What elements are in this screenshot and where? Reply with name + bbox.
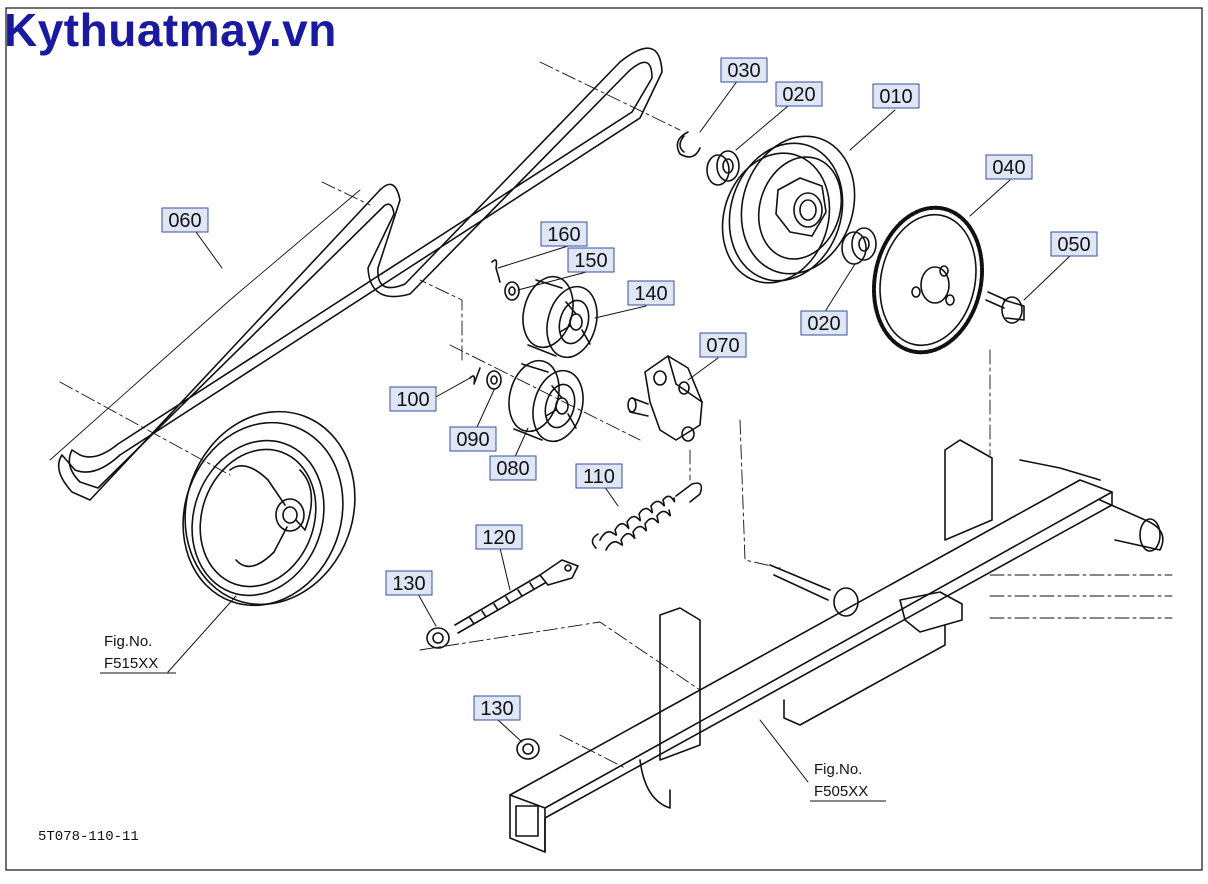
sprocket-drawing <box>871 205 985 355</box>
part-label-text: 120 <box>482 527 515 549</box>
part-label-box <box>540 221 588 247</box>
part-label-box <box>1050 231 1098 257</box>
part-label-030: 030 <box>720 57 768 83</box>
part-label-130: 130 <box>473 695 521 721</box>
part-label-020: 020 <box>775 81 823 107</box>
part-label-text: 140 <box>634 283 667 305</box>
diagram-code: 5T078-110-11 <box>38 829 139 845</box>
part-label-100: 100 <box>389 386 437 412</box>
part-label-text: 030 <box>727 60 760 82</box>
figure-ref-label: Fig.No. <box>104 633 152 650</box>
mounting-frame-drawing <box>509 439 1164 853</box>
bearing-020-lower-drawing <box>841 227 877 265</box>
part-label-010: 010 <box>872 83 920 109</box>
site-watermark: Kythuatmay.vn <box>4 4 337 56</box>
part-labels: 030 020 010 040 050 020 060 160 150 140 070 100 090 0… <box>161 57 1098 721</box>
part-label-box <box>567 247 615 273</box>
nut-130-upper-drawing <box>426 627 450 649</box>
part-label-080: 080 <box>489 455 537 481</box>
bearing-020-upper-drawing <box>706 150 740 186</box>
part-label-box <box>489 455 537 481</box>
pin-100-drawing <box>469 367 481 385</box>
leader-lines <box>167 79 1071 783</box>
part-label-020: 020 <box>800 310 848 336</box>
part-label-box <box>872 83 920 109</box>
part-label-060: 060 <box>161 207 209 233</box>
part-label-050: 050 <box>1050 231 1098 257</box>
part-label-box <box>161 207 209 233</box>
part-label-120: 120 <box>475 524 523 550</box>
part-label-box <box>775 81 823 107</box>
circlip-030-drawing <box>676 131 701 158</box>
figure-references: Fig.No. F515XX Fig.No. F505XX <box>100 633 886 802</box>
part-label-140: 140 <box>627 280 675 306</box>
part-label-text: 090 <box>456 429 489 451</box>
part-label-box <box>473 695 521 721</box>
part-label-text: 100 <box>396 389 429 411</box>
part-label-text: 020 <box>807 313 840 335</box>
part-label-box <box>475 524 523 550</box>
tension-spring-drawing <box>591 482 703 551</box>
part-label-box <box>575 463 623 489</box>
bolt-050-drawing <box>985 291 1025 324</box>
part-label-110: 110 <box>575 463 623 489</box>
part-label-text: 130 <box>392 573 425 595</box>
part-label-160: 160 <box>540 221 588 247</box>
diagram-frame <box>5 7 1203 871</box>
part-label-text: 040 <box>992 157 1025 179</box>
part-label-070: 070 <box>699 332 747 358</box>
part-label-text: 050 <box>1057 234 1090 256</box>
center-lines <box>59 61 1173 769</box>
part-label-box <box>800 310 848 336</box>
nut-130-lower-drawing <box>516 738 540 760</box>
part-label-box <box>720 57 768 83</box>
idler-pulley-080-drawing <box>508 359 584 443</box>
part-label-130: 130 <box>385 570 433 596</box>
figure-ref-number: F505XX <box>814 783 868 800</box>
part-label-box <box>385 570 433 596</box>
part-label-text: 130 <box>480 698 513 720</box>
part-label-box <box>627 280 675 306</box>
part-label-box <box>699 332 747 358</box>
part-label-text: 160 <box>547 224 580 246</box>
part-label-150: 150 <box>567 247 615 273</box>
drive-pulley-drawing <box>182 410 356 607</box>
idler-pulley-140-drawing <box>522 275 598 359</box>
part-label-box <box>389 386 437 412</box>
v-belt-drawing <box>49 47 663 501</box>
part-label-text: 060 <box>168 210 201 232</box>
figure-ref-label: Fig.No. <box>814 761 862 778</box>
figure-ref-number: F515XX <box>104 655 158 672</box>
washer-090-drawing <box>486 370 502 390</box>
part-label-text: 070 <box>706 335 739 357</box>
part-label-090: 090 <box>449 426 497 452</box>
part-label-text: 080 <box>496 458 529 480</box>
washer-150-drawing <box>504 281 520 301</box>
driven-pulley-drawing <box>721 135 856 284</box>
tension-arm-drawing <box>627 355 703 442</box>
part-label-text: 020 <box>782 84 815 106</box>
part-label-text: 010 <box>879 86 912 108</box>
part-label-040: 040 <box>985 154 1033 180</box>
adjuster-rod-drawing <box>454 559 579 634</box>
pin-160-drawing <box>491 259 501 283</box>
part-label-text: 150 <box>574 250 607 272</box>
part-label-box <box>449 426 497 452</box>
part-label-text: 110 <box>583 466 615 488</box>
part-label-box <box>985 154 1033 180</box>
